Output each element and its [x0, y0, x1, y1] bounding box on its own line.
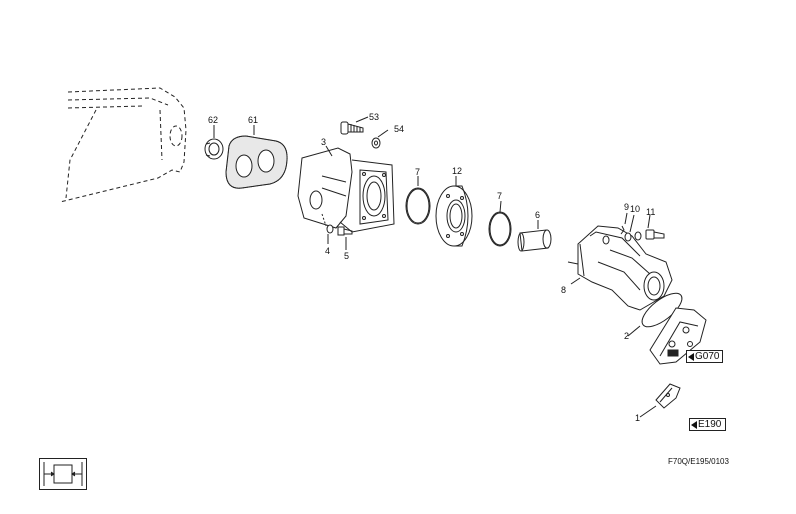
arrow-left-icon	[688, 352, 694, 361]
part-3-adapter-housing	[297, 145, 395, 233]
label-9: 9	[624, 202, 629, 212]
part-62-bearing	[204, 125, 224, 160]
label-62: 62	[208, 115, 218, 125]
label-5: 5	[344, 251, 349, 261]
part-1-bracket	[639, 383, 681, 418]
part-12-flange-disc	[435, 176, 473, 247]
label-2: 2	[624, 331, 629, 341]
label-7-left: 7	[415, 167, 420, 177]
part-8-pump-housing	[567, 225, 673, 311]
part-54-washer	[371, 129, 389, 149]
part-61-gasket	[225, 125, 288, 189]
part-7-o-ring-right	[488, 200, 512, 247]
part-g070-cover-plate	[649, 307, 707, 365]
assembly-symbol-icon	[39, 458, 87, 490]
label-10: 10	[630, 204, 640, 214]
part-9-pin	[620, 212, 628, 235]
part-53-bolt	[340, 116, 369, 135]
label-4: 4	[325, 246, 330, 256]
label-1: 1	[635, 413, 640, 423]
label-3: 3	[321, 137, 326, 147]
ref-e190-label: E190	[698, 419, 722, 430]
part-11-screw	[634, 214, 665, 241]
ref-g070-link[interactable]: G070	[686, 350, 723, 363]
ref-g070-label: G070	[695, 351, 720, 362]
part-4-washer	[321, 213, 334, 244]
label-6: 6	[535, 210, 540, 220]
engine-housing-outline	[59, 87, 187, 203]
arrow-left-icon	[691, 420, 697, 429]
part-5-screw	[337, 226, 353, 250]
part-10-washer	[624, 214, 635, 242]
label-8: 8	[561, 285, 566, 295]
part-6-sleeve	[517, 220, 552, 252]
drawing-code: F70Q/E195/0103	[668, 457, 729, 466]
ref-e190-link[interactable]: E190	[689, 418, 726, 431]
label-61: 61	[248, 115, 258, 125]
part-2-gasket-ring	[627, 292, 683, 337]
label-11: 11	[646, 207, 655, 217]
label-12: 12	[452, 166, 462, 176]
part-7-o-ring-left	[405, 176, 431, 225]
label-53: 53	[369, 112, 379, 122]
label-54: 54	[394, 124, 404, 134]
label-7-right: 7	[497, 191, 502, 201]
callout-labels: 62 61 53 54 3 7 12 7 6 9 10 11 4 5 8 2 1	[208, 112, 655, 423]
